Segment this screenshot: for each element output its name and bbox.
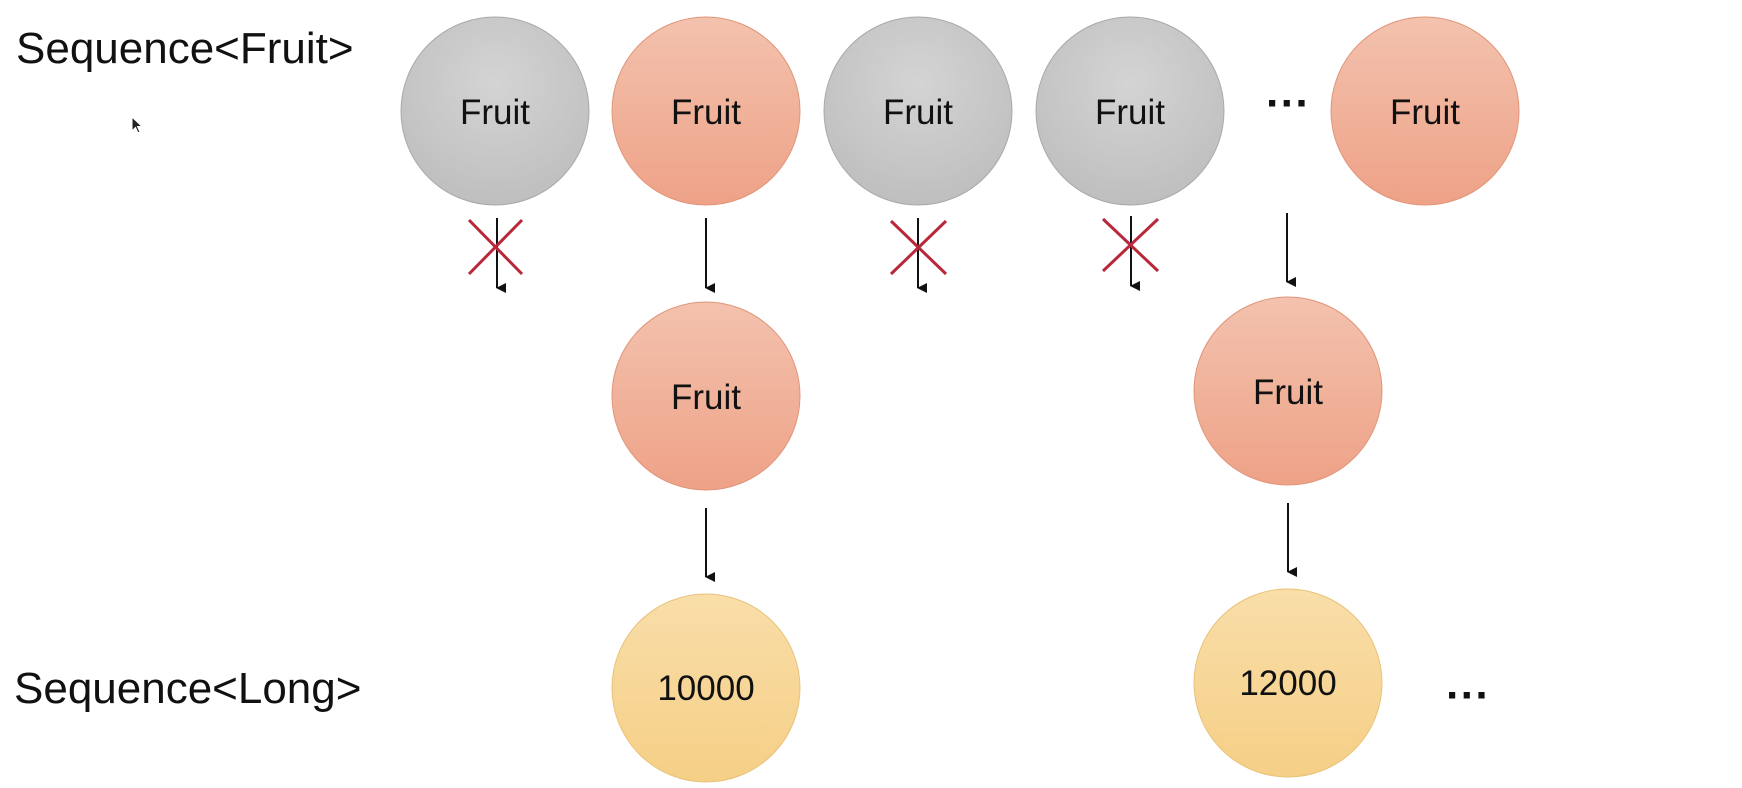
- ellipsis-top: ···: [1266, 79, 1310, 128]
- node-label: Fruit: [883, 93, 953, 132]
- mapped-long-node: 12000: [1193, 588, 1383, 778]
- sequence-fruit-label: Sequence<Fruit>: [16, 24, 354, 73]
- filtered-fruit-node: Fruit: [1193, 296, 1383, 486]
- node-label: 12000: [1239, 664, 1336, 703]
- node-label: Fruit: [1253, 373, 1323, 412]
- filtered-fruit-node: Fruit: [611, 301, 801, 491]
- blocked-arrow: [889, 218, 948, 293]
- source-fruit-node: Fruit: [823, 16, 1013, 206]
- blocked-arrow: [1101, 216, 1160, 291]
- ellipsis-bottom: ···: [1446, 671, 1490, 720]
- cross-icon: [1101, 217, 1160, 273]
- mapped-long-node: 10000: [611, 593, 801, 783]
- sequence-long-label: Sequence<Long>: [14, 664, 362, 713]
- node-label: Fruit: [1390, 93, 1460, 132]
- node-label: 10000: [657, 669, 754, 708]
- node-label: Fruit: [1095, 93, 1165, 132]
- node-label: Fruit: [671, 93, 741, 132]
- cross-icon: [467, 218, 524, 276]
- node-label: Fruit: [671, 378, 741, 417]
- cross-icon: [889, 219, 948, 276]
- source-fruit-node: Fruit: [611, 16, 801, 206]
- source-fruit-node: Fruit: [1035, 16, 1225, 206]
- source-fruit-node: Fruit: [400, 16, 590, 206]
- source-fruit-node: Fruit: [1330, 16, 1520, 206]
- node-label: Fruit: [460, 93, 530, 132]
- blocked-arrow: [467, 218, 524, 293]
- mouse-cursor-icon: [131, 116, 144, 134]
